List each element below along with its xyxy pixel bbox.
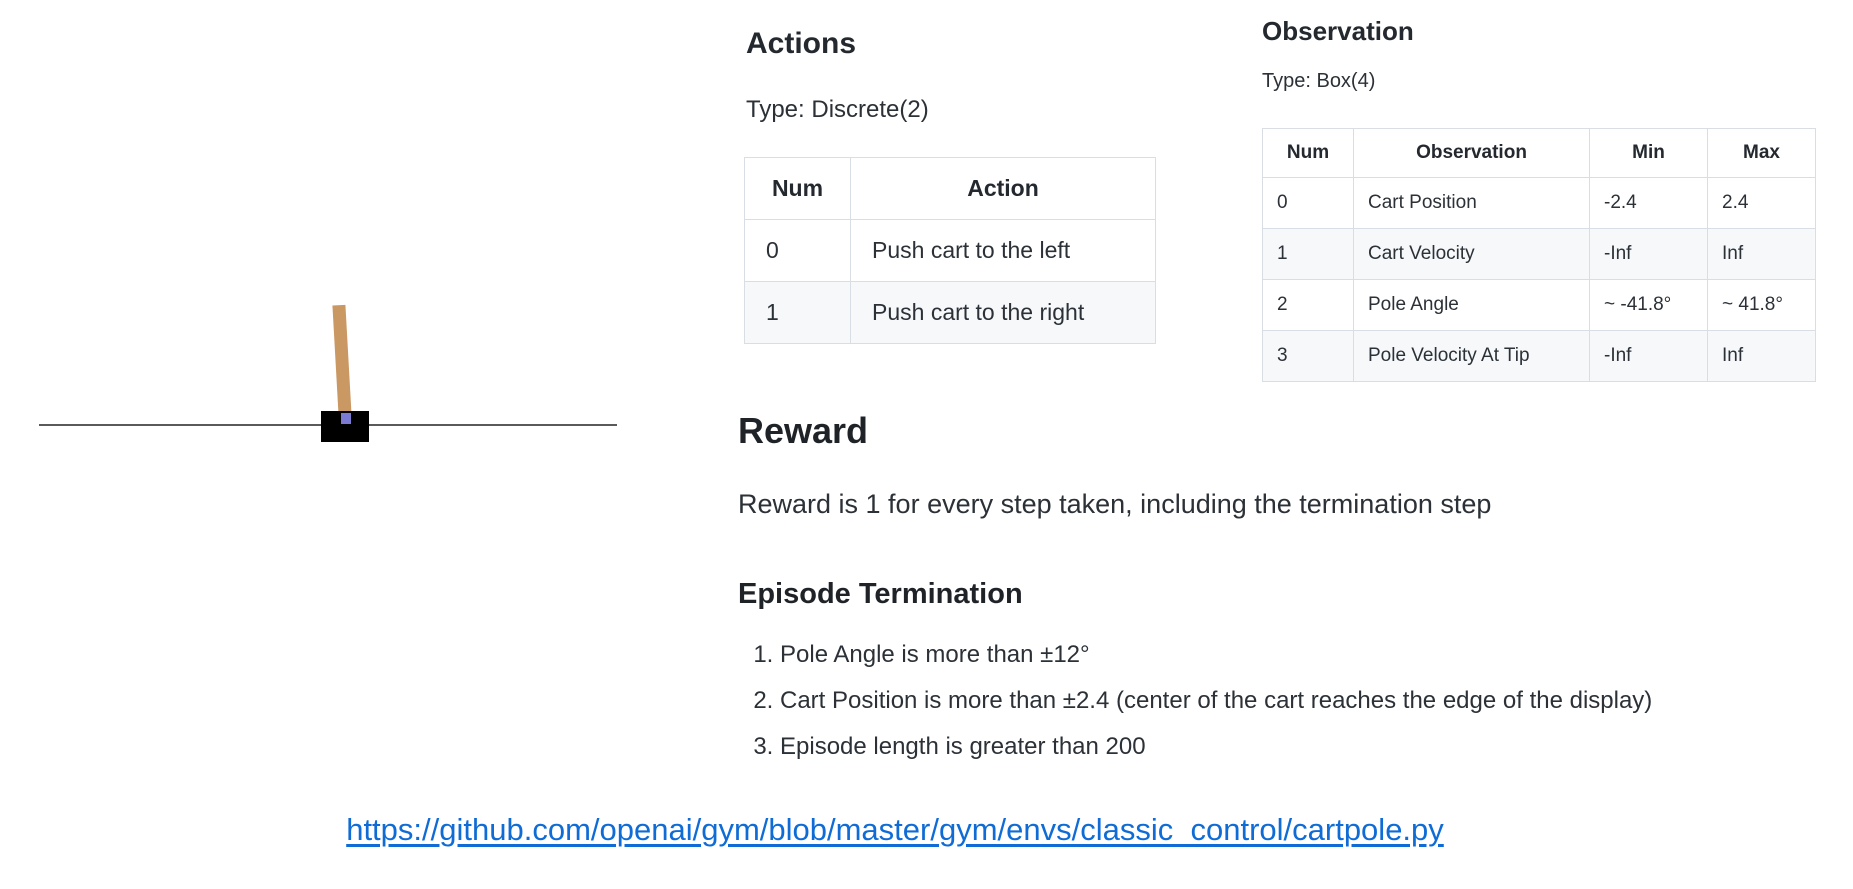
observation-type-label: Type: Box(4)	[1262, 70, 1376, 92]
list-item: Pole Angle is more than ±12°	[780, 640, 1834, 670]
reward-heading: Reward	[738, 410, 869, 451]
observation-cell-num: 1	[1262, 228, 1354, 280]
list-item: Cart Position is more than ±2.4 (center …	[780, 686, 1834, 716]
observation-header-num: Num	[1262, 128, 1354, 178]
github-source-link[interactable]: https://github.com/openai/gym/blob/maste…	[346, 812, 1444, 847]
cartpole-axle	[341, 413, 351, 424]
actions-heading: Actions	[746, 27, 857, 60]
episode-termination-list: Pole Angle is more than ±12° Cart Positi…	[744, 640, 1834, 778]
actions-cell-num: 0	[744, 219, 851, 282]
reward-text: Reward is 1 for every step taken, includ…	[738, 489, 1492, 519]
actions-cell-action: Push cart to the left	[850, 219, 1156, 282]
table-row: 3 Pole Velocity At Tip -Inf Inf	[1262, 330, 1816, 382]
observation-cell-min: -Inf	[1589, 228, 1708, 280]
observation-cell-min: -2.4	[1589, 177, 1708, 229]
observation-header-max: Max	[1707, 128, 1816, 178]
observation-cell-name: Cart Velocity	[1353, 228, 1590, 280]
actions-header-num: Num	[744, 157, 851, 220]
table-row: 0 Push cart to the left	[744, 219, 1156, 282]
observation-cell-min: ~ -41.8°	[1589, 279, 1708, 331]
observation-header-observation: Observation	[1353, 128, 1590, 178]
observation-cell-max: Inf	[1707, 330, 1816, 382]
actions-type-label: Type: Discrete(2)	[746, 96, 929, 123]
actions-cell-num: 1	[744, 281, 851, 344]
table-row: 1 Cart Velocity -Inf Inf	[1262, 228, 1816, 280]
table-row: 1 Push cart to the right	[744, 281, 1156, 344]
observation-cell-name: Pole Angle	[1353, 279, 1590, 331]
observation-cell-name: Pole Velocity At Tip	[1353, 330, 1590, 382]
table-row: 2 Pole Angle ~ -41.8° ~ 41.8°	[1262, 279, 1816, 331]
episode-termination-heading: Episode Termination	[738, 578, 1023, 610]
list-item: Episode length is greater than 200	[780, 732, 1834, 762]
actions-cell-action: Push cart to the right	[850, 281, 1156, 344]
observation-cell-max: Inf	[1707, 228, 1816, 280]
observation-cell-min: -Inf	[1589, 330, 1708, 382]
actions-table: Num Action 0 Push cart to the left 1 Pus…	[744, 157, 1156, 344]
observation-header-min: Min	[1589, 128, 1708, 178]
observation-heading: Observation	[1262, 16, 1414, 46]
observation-cell-num: 2	[1262, 279, 1354, 331]
observation-cell-max: ~ 41.8°	[1707, 279, 1816, 331]
observation-cell-max: 2.4	[1707, 177, 1816, 229]
observation-table-header-row: Num Observation Min Max	[1262, 128, 1816, 178]
observation-cell-num: 3	[1262, 330, 1354, 382]
source-link-row: https://github.com/openai/gym/blob/maste…	[245, 812, 1545, 848]
cartpole-pole	[332, 304, 352, 424]
actions-header-action: Action	[850, 157, 1156, 220]
observation-cell-num: 0	[1262, 177, 1354, 229]
observation-cell-name: Cart Position	[1353, 177, 1590, 229]
table-row: 0 Cart Position -2.4 2.4	[1262, 177, 1816, 229]
observation-table: Num Observation Min Max 0 Cart Position …	[1262, 128, 1816, 382]
actions-table-header-row: Num Action	[744, 157, 1156, 220]
